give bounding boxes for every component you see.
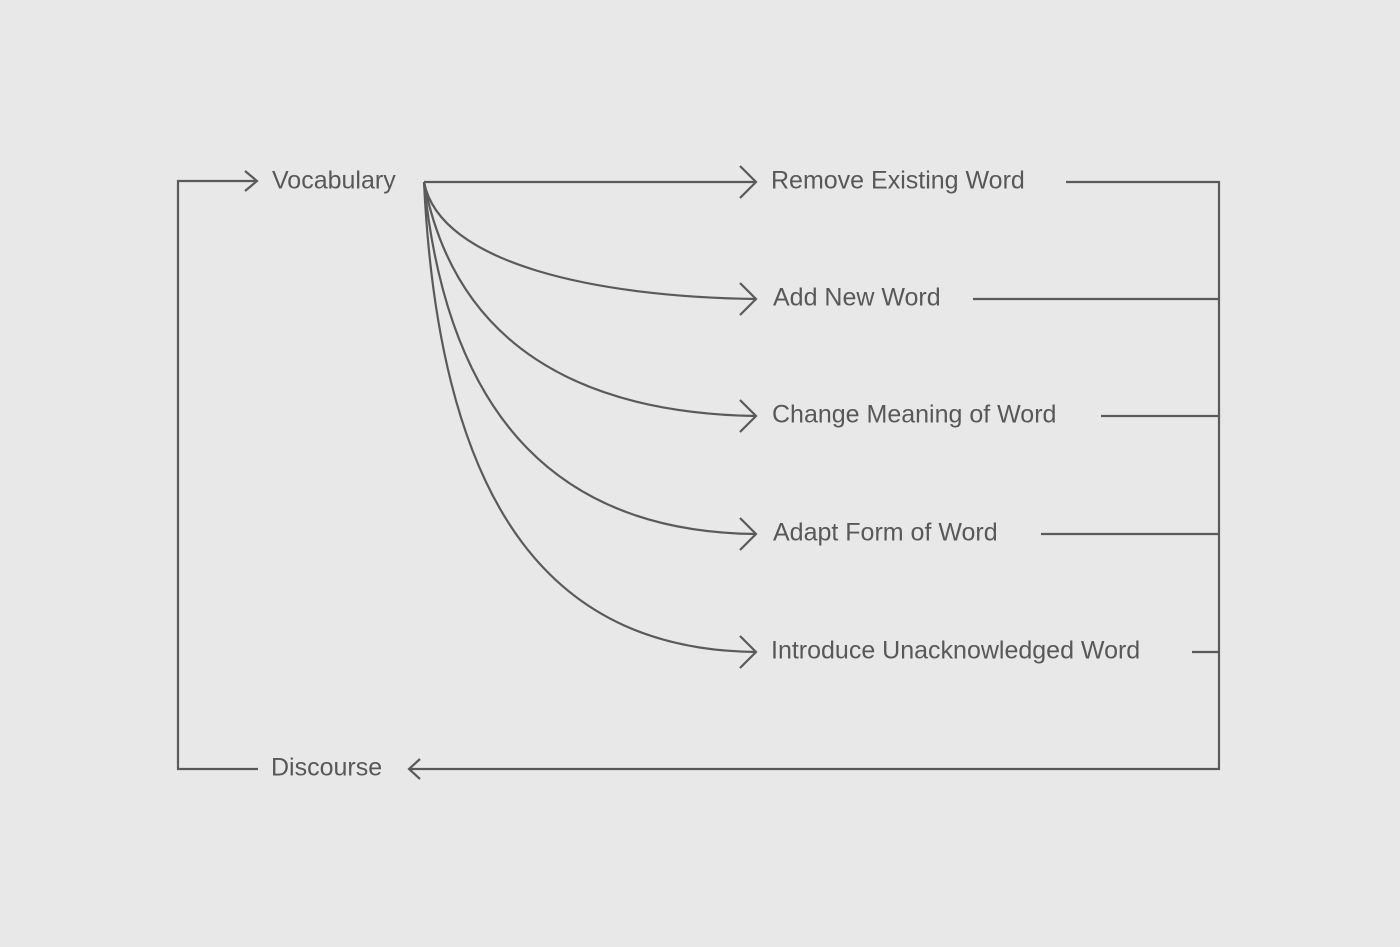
edge-vocabulary-to-add-new-word bbox=[422, 181, 757, 301]
arrowhead-into-vocabulary bbox=[244, 170, 259, 192]
arrowhead-into-adapt-form-of-word bbox=[739, 517, 758, 551]
node-vocabulary: Vocabulary bbox=[272, 167, 396, 195]
arrowhead-into-remove-existing-word bbox=[739, 165, 758, 199]
node-adapt-form-of-word: Adapt Form of Word bbox=[773, 519, 998, 547]
edge-vocabulary-to-adapt-form-of-word bbox=[422, 181, 757, 536]
node-change-meaning-of-word: Change Meaning of Word bbox=[772, 401, 1056, 429]
node-introduce-unacknowledged-word: Introduce Unacknowledged Word bbox=[771, 637, 1140, 665]
node-add-new-word: Add New Word bbox=[773, 284, 941, 312]
edge-outcomes-to-discourse bbox=[410, 181, 1221, 771]
arrowhead-into-discourse bbox=[407, 758, 421, 780]
node-discourse: Discourse bbox=[271, 754, 382, 782]
edge-vocabulary-to-introduce-unacknowledged-word bbox=[422, 181, 757, 654]
edge-vocabulary-to-change-meaning-of-word bbox=[422, 181, 757, 418]
arrowhead-into-introduce-unacknowledged-word bbox=[739, 635, 758, 669]
node-remove-existing-word: Remove Existing Word bbox=[771, 167, 1025, 195]
edge-discourse-to-vocabulary bbox=[176, 179, 258, 771]
arrowhead-into-change-meaning-of-word bbox=[739, 399, 758, 433]
arrowhead-into-add-new-word bbox=[739, 282, 758, 316]
